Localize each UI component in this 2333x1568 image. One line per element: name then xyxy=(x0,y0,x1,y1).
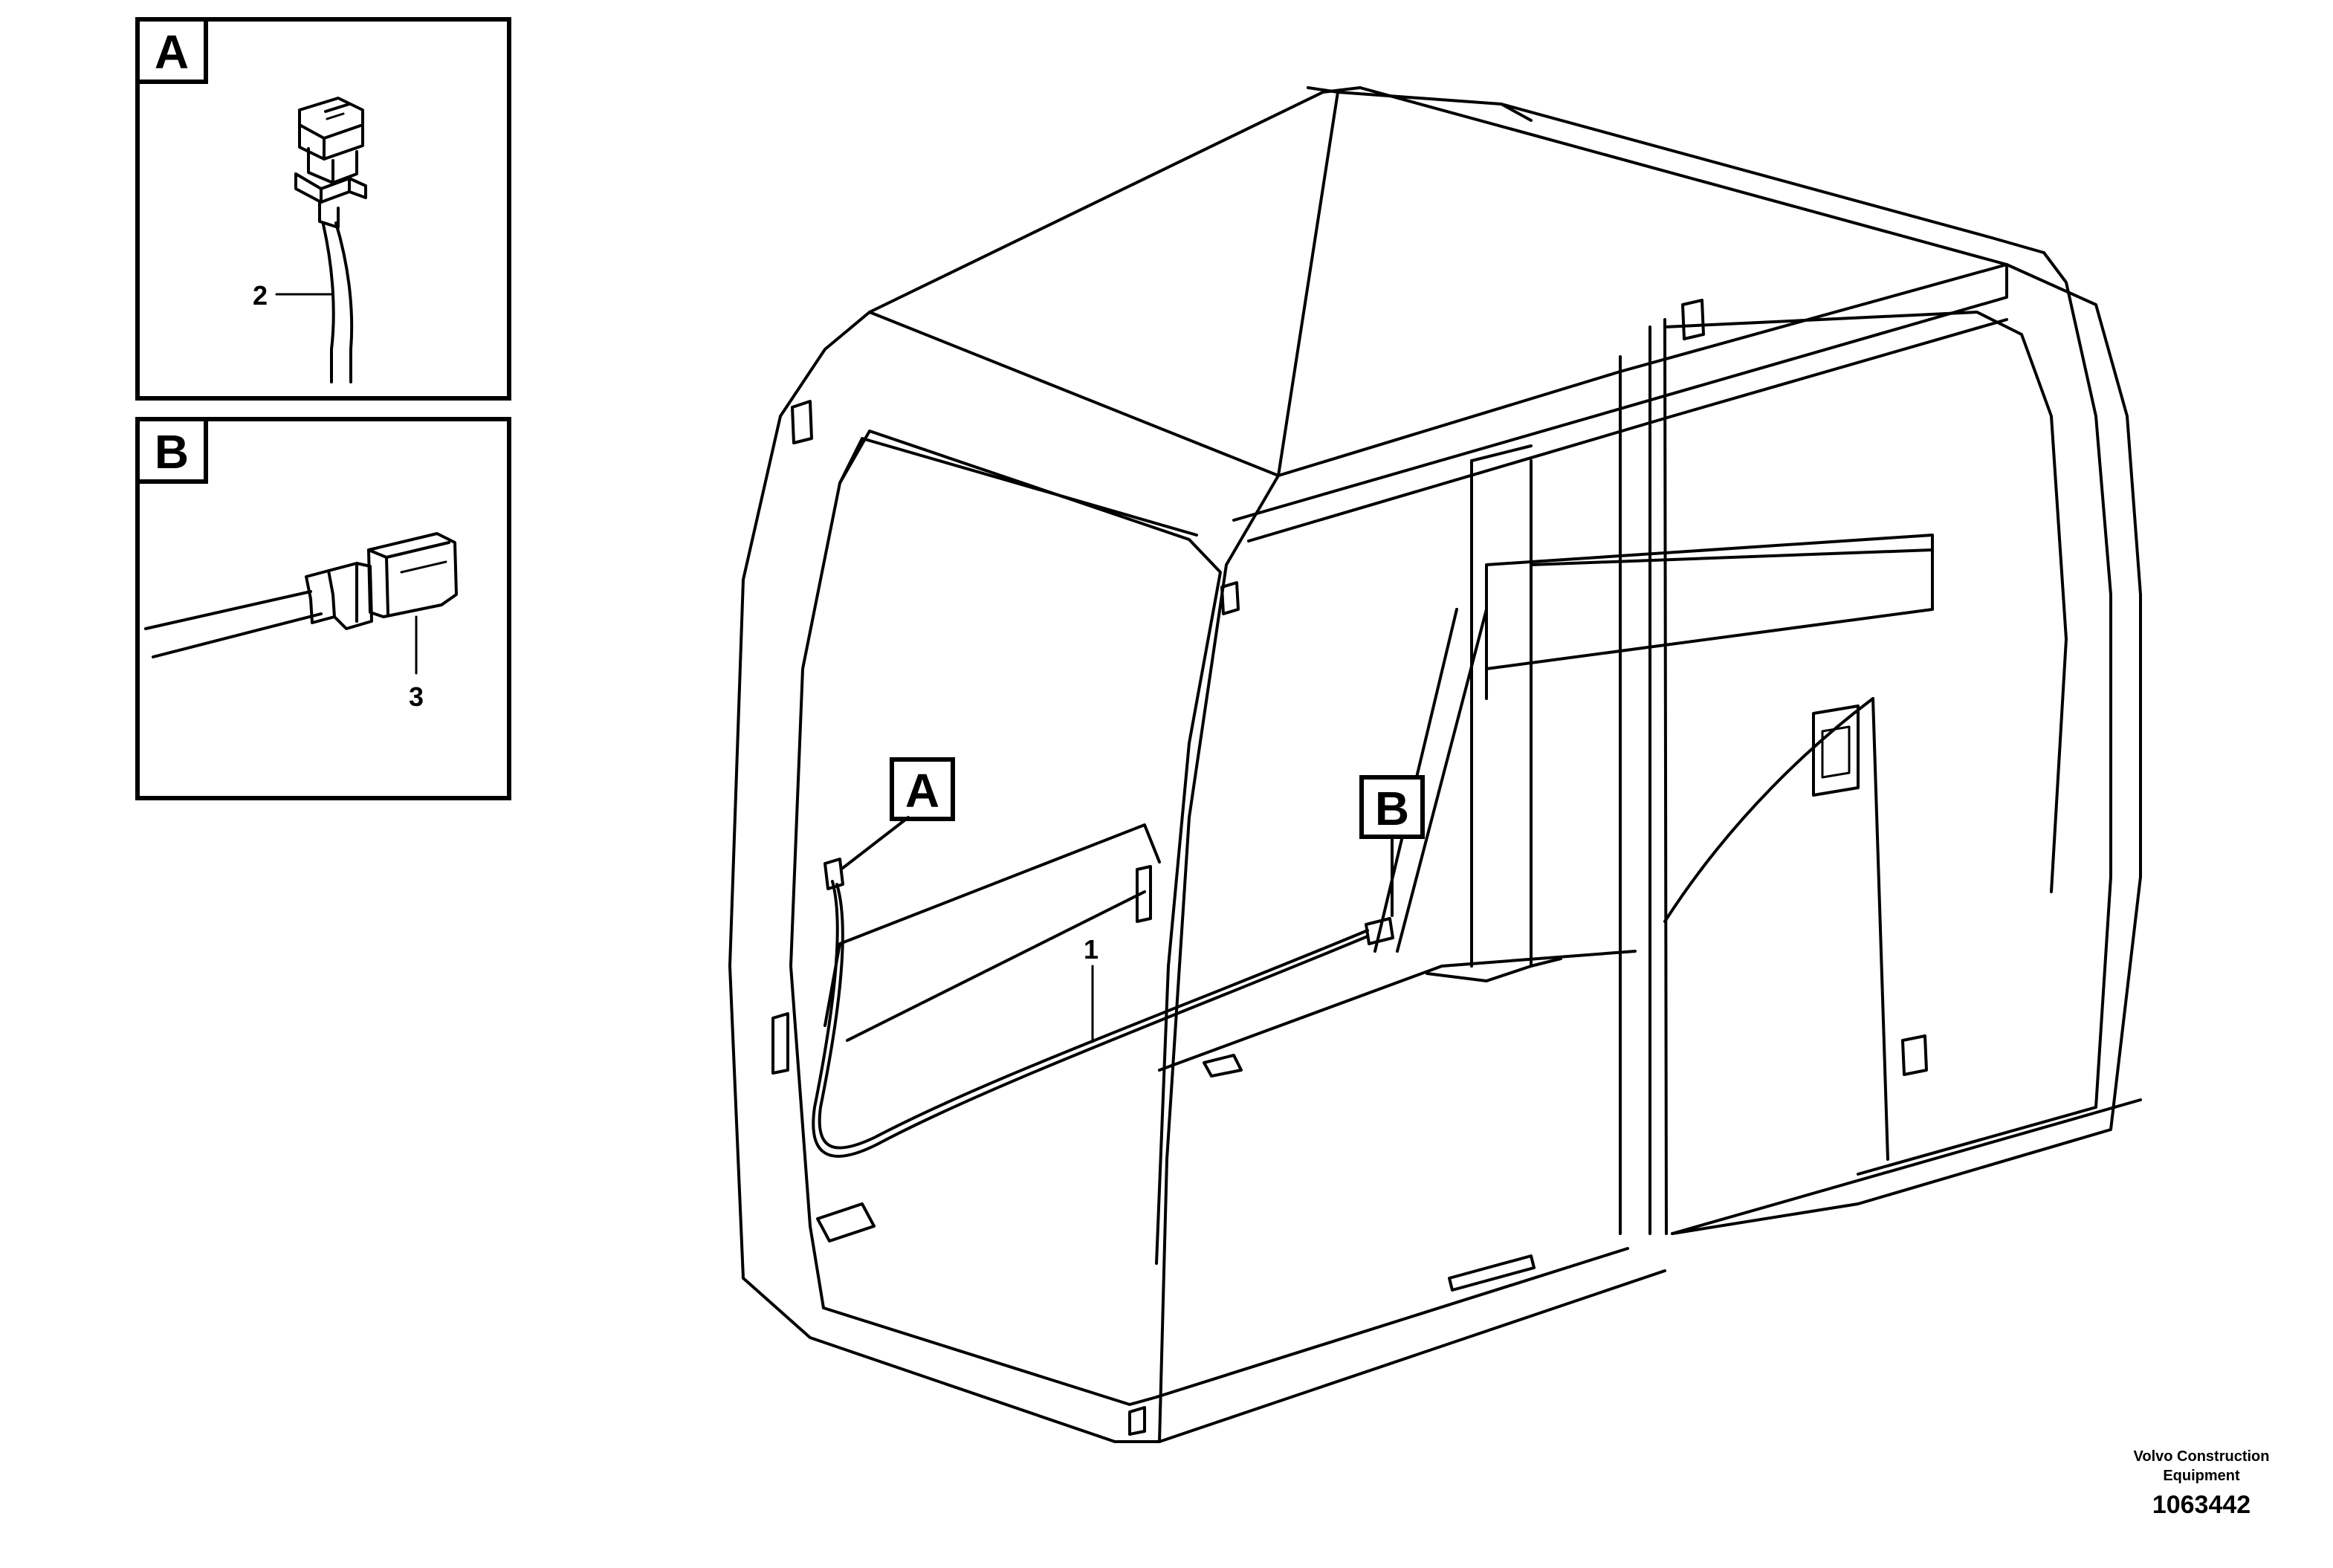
wiring-harness xyxy=(812,858,1394,1158)
callout-1: 1 xyxy=(1084,934,1098,965)
connector-b-illustration xyxy=(144,532,458,658)
main-view-tag-b-label: B xyxy=(1375,782,1409,835)
harness-connector-a xyxy=(823,858,844,890)
main-view-tag-a-leader xyxy=(841,816,910,869)
part-number: 1063442 xyxy=(2152,1491,2251,1519)
detail-view-b-tag: B xyxy=(155,425,189,479)
credit-line-2: Equipment xyxy=(2163,1468,2240,1484)
detail-view-b: B 3 xyxy=(135,417,511,800)
main-view-tag-b: B xyxy=(1359,775,1425,917)
operator-cab-illustration xyxy=(728,86,2142,1443)
main-view-tag-a-label: A xyxy=(905,764,939,817)
harness-connector-b xyxy=(1365,917,1394,945)
detail-view-a-tag-box xyxy=(135,17,208,84)
connector-a-illustration xyxy=(294,97,367,383)
detail-view-b-tag-box xyxy=(135,417,208,484)
callout-2: 2 xyxy=(253,280,268,311)
main-view-tag-a: A xyxy=(841,757,955,869)
detail-view-a: A 2 xyxy=(135,17,511,401)
credit-line-1: Volvo Construction xyxy=(2134,1448,2270,1465)
callout-3: 3 xyxy=(409,681,424,712)
main-view-tag-b-box xyxy=(1359,775,1425,839)
detail-view-a-tag: A xyxy=(155,25,189,79)
main-view-tag-a-box xyxy=(890,757,955,821)
